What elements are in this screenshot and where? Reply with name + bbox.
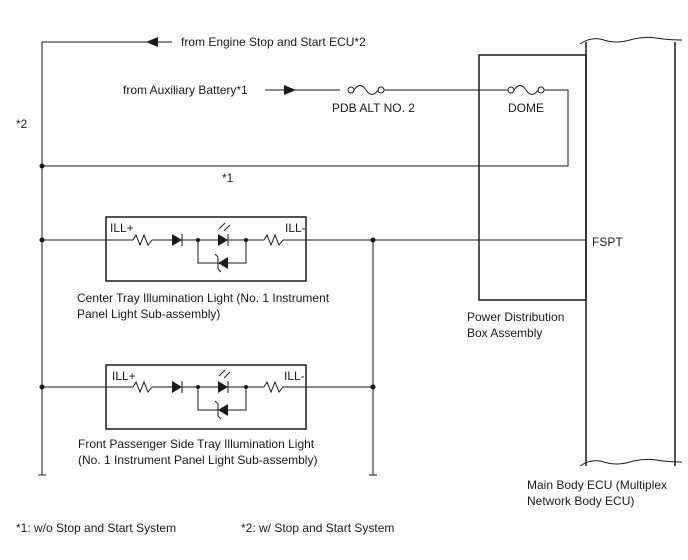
- junction-dot: [370, 384, 376, 390]
- label-pdb-1: Power Distribution: [467, 310, 564, 324]
- label-engine-ecu: from Engine Stop and Start ECU*2: [181, 35, 366, 49]
- label-ecu-1: Main Body ECU (Multiplex: [527, 478, 667, 492]
- arrow-left-icon: [146, 37, 158, 47]
- junction-dot: [370, 237, 376, 243]
- label-front-tray-2: (No. 1 Instrument Panel Light Sub-assemb…: [78, 453, 317, 467]
- label-ill-plus: ILL+: [112, 369, 136, 383]
- label-ecu-2: Network Body ECU): [527, 494, 634, 508]
- junction-dot: [39, 163, 45, 169]
- arrow-right-icon: [284, 85, 296, 95]
- label-ill-minus: ILL-: [285, 221, 306, 235]
- label-aux-battery: from Auxiliary Battery*1: [123, 83, 248, 97]
- label-center-tray-1: Center Tray Illumination Light (No. 1 In…: [77, 291, 330, 305]
- label-fuse-pdb: PDB ALT NO. 2: [332, 101, 415, 115]
- label-center-tray-2: Panel Light Sub-assembly): [77, 307, 220, 321]
- fuse-pdb-alt-icon: [347, 85, 385, 95]
- label-pdb-2: Box Assembly: [467, 326, 542, 340]
- footnote-2: *2: w/ Stop and Start System: [241, 521, 394, 535]
- power-distribution-box: [478, 54, 587, 301]
- label-fspt: FSPT: [592, 235, 623, 249]
- label-front-tray-1: Front Passenger Side Tray Illumination L…: [78, 437, 315, 451]
- front-passenger-tray-light: [39, 364, 307, 430]
- footnote-1: *1: w/o Stop and Start System: [16, 521, 176, 535]
- label-note-2: *2: [16, 117, 28, 131]
- label-ill-plus: ILL+: [110, 221, 134, 235]
- center-tray-light: [39, 216, 307, 282]
- label-ill-minus: ILL-: [284, 369, 305, 383]
- fuse-dome-icon: [507, 85, 545, 95]
- dome-return-wire: [42, 89, 569, 167]
- label-fuse-dome: DOME: [508, 101, 544, 115]
- label-note-1: *1: [222, 171, 234, 185]
- main-body-ecu-box: [579, 36, 683, 467]
